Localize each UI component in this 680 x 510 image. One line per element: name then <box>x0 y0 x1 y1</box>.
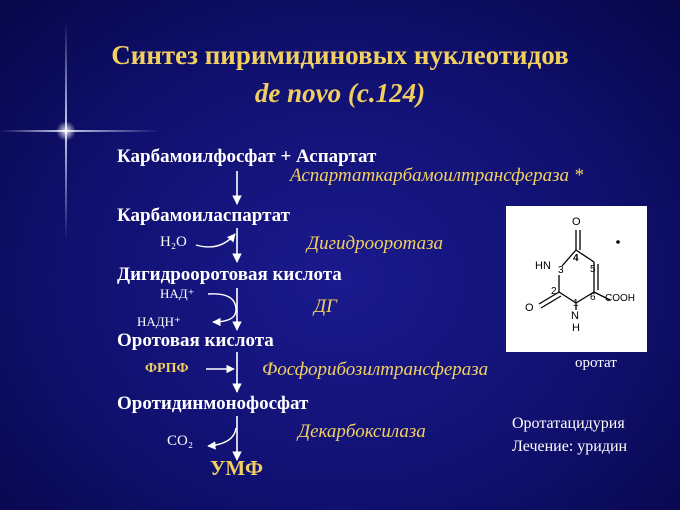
molecule-caption: оротат <box>575 355 617 371</box>
ring-number-5: 5 <box>590 264 596 275</box>
enzyme-decarboxylase: Декарбоксилаза <box>298 421 426 442</box>
atom-hn: HN <box>535 260 551 272</box>
note-orotic-aciduria: Оротатацидурия <box>512 415 625 432</box>
ring-number-1: 1 <box>573 298 579 309</box>
atom-o-top: O <box>572 216 581 228</box>
atom-n: N <box>571 310 579 322</box>
arrow-co2 <box>207 427 237 450</box>
note-treatment: Лечение: уридин <box>512 438 628 455</box>
orotate-structure: O HN O N H COOH 1 2 3 4 5 6 <box>506 206 647 352</box>
slide-subtitle: de novo (с.124) <box>254 78 426 108</box>
enzyme-dehydrogenase: ДГ <box>314 296 337 317</box>
cofactor-h2o: H₂O <box>160 234 187 250</box>
substrate-dihydroorotic-acid: Дигидрооротовая кислота <box>117 264 342 285</box>
arrow-h2o <box>195 233 236 248</box>
product-ump: УМФ <box>210 456 263 480</box>
substrate-carbamoylphosphate-aspartate: Карбамоилфосфат + Аспартат <box>117 146 377 167</box>
ring-number-6: 6 <box>590 292 596 303</box>
substrate-orotic-acid: Оротовая кислота <box>117 330 274 351</box>
cofactor-nadh: НАДН⁺ <box>137 314 181 329</box>
ring-number-4: 4 <box>573 253 579 264</box>
cofactor-co2: CO₂ <box>167 433 194 449</box>
ring-number-2: 2 <box>551 286 557 297</box>
substrate-omp: Оротидинмонофосфат <box>117 393 309 414</box>
light-flare-horizontal <box>0 130 160 132</box>
cofactor-nad: НАД⁺ <box>160 286 195 301</box>
ring-number-3: 3 <box>558 265 564 276</box>
atom-o-left: O <box>525 302 534 314</box>
atom-cooh: COOH <box>605 293 635 304</box>
enzyme-aspartate-carbamoyltransferase: Аспартаткарбамоилтрансфераза * <box>290 165 584 186</box>
arrow-nad <box>207 293 237 327</box>
light-flare-center <box>56 121 76 141</box>
cofactor-prpp: ФРПФ <box>145 361 189 376</box>
slide-title: Синтез пиримидиновых нуклеотидов <box>111 40 569 70</box>
atom-h: H <box>572 322 580 334</box>
enzyme-phosphoribosyltransferase: Фосфорибозилтрансфераза <box>262 359 489 380</box>
orotate-ring <box>538 230 620 310</box>
enzyme-dihydroorotase: Дигидрооротаза <box>307 233 443 254</box>
substrate-carbamoylaspartate: Карбамоиласпартат <box>117 205 290 226</box>
